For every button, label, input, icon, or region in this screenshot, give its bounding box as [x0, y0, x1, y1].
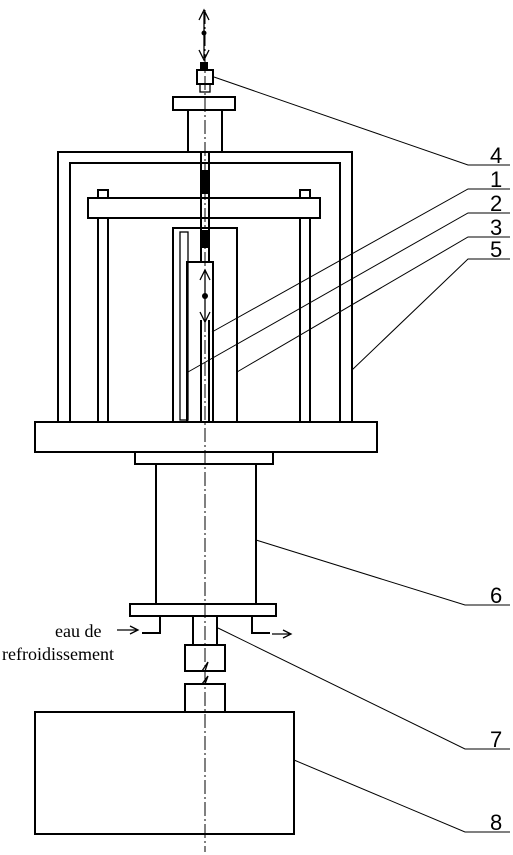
top-tube — [187, 110, 223, 152]
callout-4: 4 — [490, 143, 502, 168]
lower-flange — [134, 451, 274, 465]
callout-6: 6 — [490, 583, 502, 608]
base-plate — [34, 421, 378, 453]
bottom-flange — [129, 603, 277, 617]
cooling-label-line2: refroidissement — [2, 644, 114, 664]
cooling-pipes — [117, 615, 293, 639]
specimen-assembly — [172, 227, 238, 423]
lower-cylinder — [155, 464, 257, 604]
callout-7: 7 — [490, 727, 502, 752]
crossbeam — [87, 189, 321, 219]
callout-3: 3 — [490, 215, 502, 240]
leader-lines — [187, 76, 510, 833]
callout-2: 2 — [490, 191, 502, 216]
cooling-label-line1: eau de — [55, 621, 101, 641]
callout-5: 5 — [490, 237, 502, 262]
top-motion-arrow — [198, 8, 210, 62]
motor-block — [34, 711, 295, 835]
callout-1: 1 — [490, 167, 502, 192]
callout-8: 8 — [490, 810, 502, 835]
top-flange — [172, 96, 236, 111]
support-columns — [97, 218, 311, 422]
